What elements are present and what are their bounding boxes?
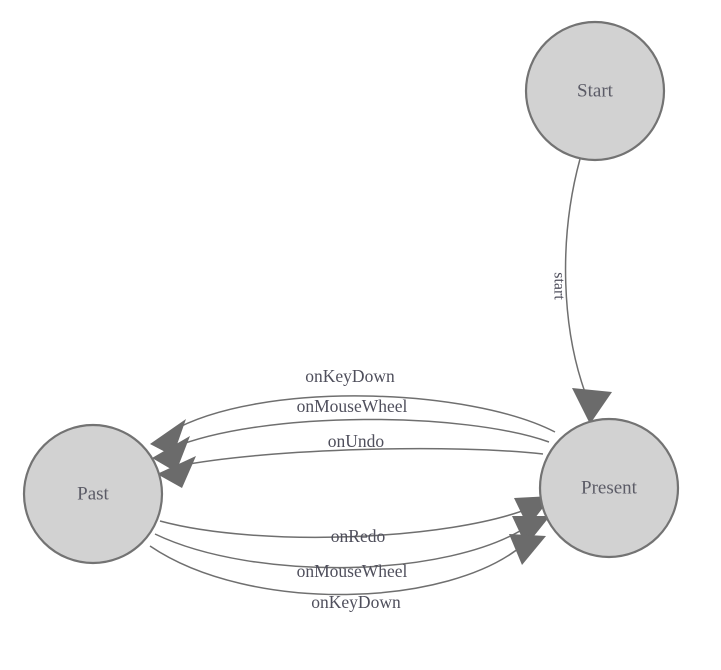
edge-past-to-present-keydown[interactable] bbox=[149, 534, 546, 596]
node-present-label: Present bbox=[581, 477, 638, 498]
edge-present-to-past-undo[interactable] bbox=[157, 447, 544, 488]
edge-label-present-past-mousewheel: onMouseWheel bbox=[297, 396, 408, 416]
edge-present-to-past-mousewheel[interactable] bbox=[152, 418, 550, 472]
arrowhead-present-past-mousewheel bbox=[152, 436, 190, 472]
node-past-circle bbox=[22, 423, 164, 565]
arrowhead-past-present-keydown bbox=[509, 534, 546, 565]
edge-label-start: start bbox=[550, 272, 567, 300]
edge-label-present-past-undo: onUndo bbox=[328, 431, 385, 451]
edge-path-start-present bbox=[564, 158, 587, 396]
edge-path-present-past-keydown bbox=[169, 395, 556, 433]
node-past-label: Past bbox=[77, 483, 109, 504]
edge-path-past-present-redo bbox=[159, 507, 531, 539]
edge-path-present-past-mousewheel bbox=[171, 418, 550, 449]
arrowhead-past-present-mousewheel bbox=[512, 516, 550, 546]
edge-label-past-present-keydown: onKeyDown bbox=[311, 592, 401, 612]
edge-path-present-past-undo bbox=[177, 447, 544, 467]
node-start-label: Start bbox=[577, 80, 614, 101]
arrowhead-start-present bbox=[572, 388, 612, 424]
arrowhead-present-past-undo bbox=[157, 456, 196, 488]
node-present[interactable]: Present bbox=[538, 417, 680, 559]
edge-past-to-present-mousewheel[interactable] bbox=[154, 516, 550, 569]
edge-start-to-present[interactable] bbox=[564, 158, 612, 424]
node-past[interactable]: Past bbox=[22, 423, 164, 565]
edge-present-to-past-keydown[interactable] bbox=[150, 395, 556, 456]
arrowhead-present-past-keydown bbox=[150, 419, 186, 456]
node-start[interactable]: Start bbox=[524, 20, 666, 162]
edge-label-past-present-mousewheel: onMouseWheel bbox=[297, 561, 408, 581]
node-present-circle bbox=[538, 417, 680, 559]
edge-label-present-past-keydown: onKeyDown bbox=[305, 366, 395, 386]
node-start-circle bbox=[524, 20, 666, 162]
edge-label-past-present-redo: onRedo bbox=[331, 526, 386, 546]
edge-path-past-present-mousewheel bbox=[154, 525, 529, 569]
edge-path-past-present-keydown bbox=[149, 543, 525, 596]
